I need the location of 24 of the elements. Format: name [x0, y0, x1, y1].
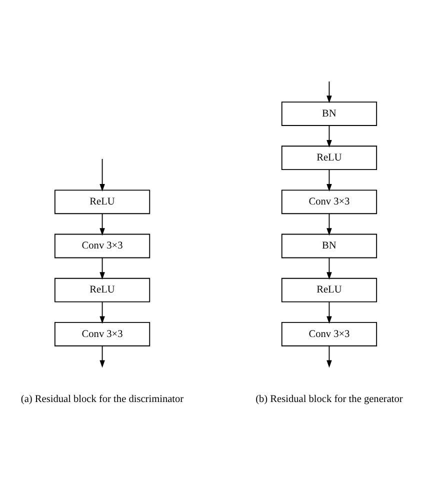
node-box: Conv 3×3	[54, 321, 150, 346]
node-box: Conv 3×3	[281, 189, 378, 214]
node-box: ReLU	[54, 189, 150, 214]
node-box: BN	[281, 233, 378, 258]
arrow	[326, 168, 332, 192]
arrow	[326, 301, 332, 324]
label: (b) Residual block for the generator	[256, 394, 403, 405]
node-box: ReLU	[281, 145, 378, 170]
arrow	[326, 124, 332, 147]
arrow	[326, 80, 332, 103]
node-box: BN	[281, 101, 378, 126]
arrow	[100, 301, 105, 324]
arrow	[100, 158, 105, 191]
arrow	[100, 257, 105, 280]
node-box: ReLU	[54, 277, 150, 302]
node-box: Conv 3×3	[54, 233, 150, 258]
node-box: Conv 3×3	[281, 321, 378, 346]
arrow	[100, 345, 105, 368]
arrow	[100, 212, 105, 236]
arrow	[326, 212, 332, 236]
node-box: ReLU	[281, 277, 378, 302]
arrow	[326, 345, 332, 368]
arrow	[326, 257, 332, 280]
label: (a) Residual block for the discriminator	[20, 394, 184, 405]
